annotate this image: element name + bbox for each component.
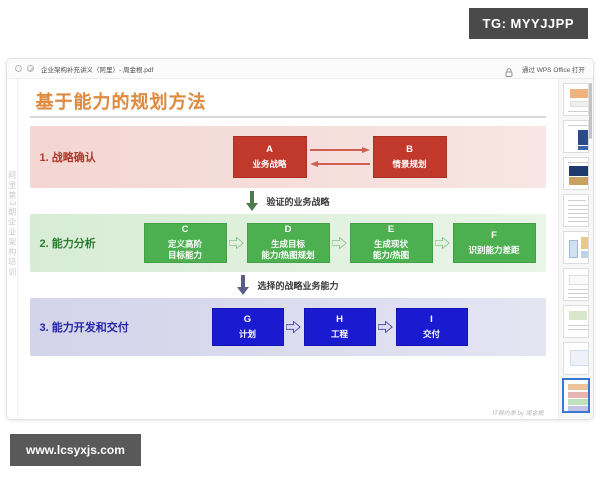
box-a-key: A [266, 143, 273, 155]
thumbnail-page-6[interactable] [562, 268, 589, 301]
thumbnail-page-1[interactable] [562, 83, 589, 116]
thumbnail-page-2[interactable] [562, 120, 589, 153]
slide-credit: IT帮内参 by 周金根 [492, 411, 544, 417]
arrow-down-icon [245, 191, 259, 211]
slide-canvas: 基于能力的规划方法 1. 战略确认 A 业务战略 [17, 79, 558, 419]
viewer-body: 阿里第3期企业架构培训 基于能力的规划方法 1. 战略确认 A 业务战略 [7, 79, 593, 419]
box-h-text: 工程 [330, 328, 348, 339]
box-d[interactable]: D 生成目标 能力/热图规划 [246, 223, 330, 263]
section-3-label: 3. 能力开发和交付 [39, 322, 129, 334]
box-b[interactable]: B 情景规划 [372, 136, 447, 178]
box-f[interactable]: F 识别能力差距 [452, 223, 536, 263]
telegram-watermark-badge: TG: MYYJJPP [468, 8, 588, 39]
thumbnail-page-4[interactable] [562, 194, 589, 227]
box-i-key: I [430, 313, 433, 325]
box-a[interactable]: A 业务战略 [232, 136, 307, 178]
thumbnail-page-8[interactable] [562, 342, 589, 375]
thumbnail-rail[interactable] [557, 79, 593, 419]
box-e-line2: 能力/热图 [372, 250, 410, 261]
box-d-line1: 生成目标 [270, 238, 305, 249]
box-e-key: E [387, 224, 395, 236]
box-c-key: C [181, 224, 189, 236]
section-2-label: 2. 能力分析 [39, 238, 96, 250]
chevron-right-icon-5 [376, 321, 396, 333]
site-watermark-badge: www.lcsyxjs.com [10, 434, 141, 466]
arrow-down-icon-2 [236, 275, 250, 295]
box-g-text: 计划 [238, 328, 256, 339]
box-h[interactable]: H 工程 [303, 308, 376, 346]
box-a-text: 业务战略 [252, 158, 287, 169]
titlebar-actions: 通过 WPS Office 打开 [505, 64, 585, 77]
box-h-key: H [336, 313, 343, 325]
thumbnail-page-5[interactable] [562, 231, 589, 264]
section-1-label: 1. 战略确认 [39, 152, 96, 164]
section-1-strategy-confirmation: 1. 战略确认 A 业务战略 B 情景规划 [29, 126, 546, 188]
box-i-text: 交付 [422, 328, 440, 339]
chevron-right-icon-1 [227, 237, 247, 249]
section-2-capability-analysis: 2. 能力分析 C 定义高阶 目标能力 D 生成目标 能力/热图规划 [29, 214, 546, 272]
section-3-content: G 计划 H 工程 I 交付 [144, 308, 546, 346]
box-f-line1: 识别能力差距 [468, 244, 520, 255]
pdf-viewer-window: 企业架构补充讲义（阿里）- 周金根.pdf 通过 WPS Office 打开 阿… [6, 58, 594, 420]
circle-icon[interactable] [15, 65, 22, 72]
thumbnail-page-7[interactable] [562, 305, 589, 338]
file-name-label: 企业架构补充讲义（阿里）- 周金根.pdf [41, 66, 154, 74]
open-with-wps-button[interactable]: 通过 WPS Office 打开 [521, 66, 585, 74]
chevron-right-icon-2 [330, 237, 350, 249]
box-d-key: D [284, 224, 292, 236]
thumbnail-page-3[interactable] [562, 157, 589, 190]
connector-1: 验证的业务战略 [30, 188, 546, 214]
box-c-line1: 定义高阶 [167, 238, 202, 249]
box-e[interactable]: E 生成现状 能力/热图 [349, 223, 433, 263]
box-d-line2: 能力/热图规划 [261, 250, 315, 261]
chevron-right-icon-4 [284, 321, 304, 333]
lock-icon[interactable] [505, 64, 513, 77]
chevron-right-icon-3 [433, 237, 453, 249]
box-i[interactable]: I 交付 [395, 308, 468, 346]
row-ab: A 业务战略 B 情景规划 [144, 136, 536, 178]
box-c-line2: 目标能力 [167, 250, 202, 261]
connector-2-label: 选择的战略业务能力 [257, 280, 339, 291]
connector-2: 选择的战略业务能力 [30, 272, 546, 298]
arrow-left-icon [309, 160, 370, 168]
box-g[interactable]: G 计划 [211, 308, 284, 346]
box-b-key: B [406, 143, 413, 155]
circle-slash-icon[interactable] [27, 65, 34, 72]
box-e-line1: 生成现状 [373, 238, 408, 249]
rail-scrollbar[interactable] [589, 83, 592, 139]
section-2-content: C 定义高阶 目标能力 D 生成目标 能力/热图规划 [143, 223, 546, 263]
bidirectional-arrows [307, 146, 373, 168]
course-vertical-label: 阿里第3期企业架构培训 [7, 171, 17, 278]
box-c[interactable]: C 定义高阶 目标能力 [143, 223, 227, 263]
slide-title: 基于能力的规划方法 [35, 92, 207, 112]
box-g-key: G [243, 313, 252, 325]
left-vertical-strip: 阿里第3期企业架构培训 [7, 79, 18, 419]
title-divider [29, 116, 546, 118]
section-3-capability-delivery: 3. 能力开发和交付 G 计划 H 工程 [29, 298, 546, 356]
box-f-key: F [491, 229, 497, 241]
arrow-right-icon [309, 146, 370, 154]
connector-1-label: 验证的业务战略 [266, 196, 330, 207]
thumbnail-page-current[interactable] [562, 379, 589, 412]
box-b-text: 情景规划 [392, 158, 427, 169]
viewer-titlebar: 企业架构补充讲义（阿里）- 周金根.pdf 通过 WPS Office 打开 [7, 59, 593, 79]
section-1-content: A 业务战略 B 情景规划 [144, 136, 546, 178]
